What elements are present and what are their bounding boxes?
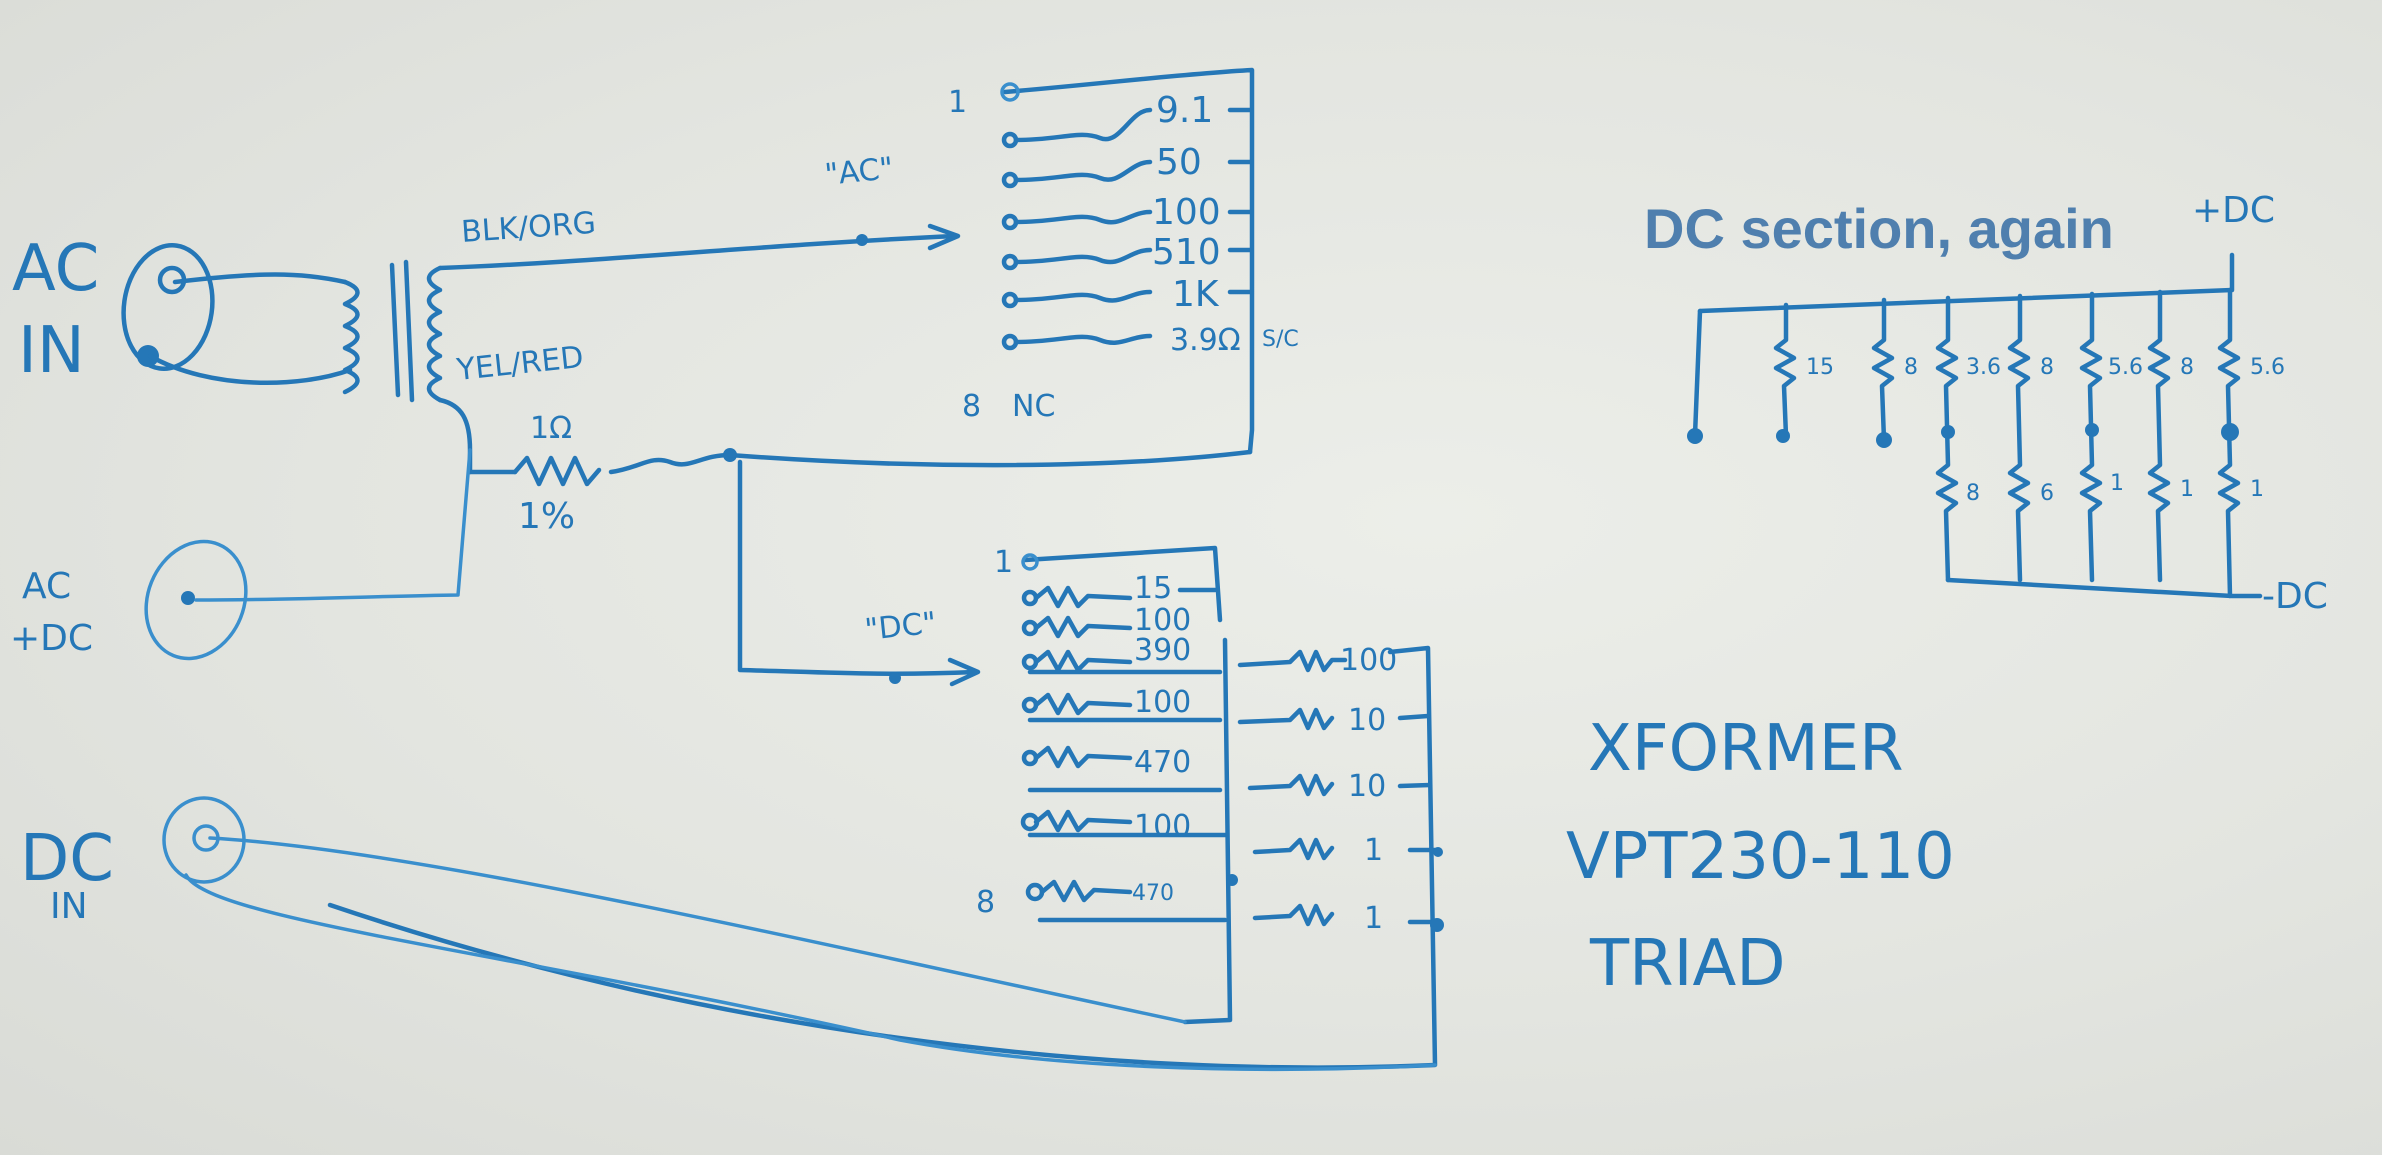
dc-left-res-7: 470 xyxy=(1132,881,1174,906)
dc-switch-label: "DC" xyxy=(863,606,938,648)
dc-top-res-7: 5.6 xyxy=(2250,355,2285,380)
dc-top-res-5: 5.6 xyxy=(2108,355,2143,380)
dc-switch-pos-8: 8 xyxy=(976,885,995,920)
resistor-value-label: 1Ω xyxy=(530,411,572,446)
dc-section-diagram xyxy=(1687,252,2263,599)
ac-in-jack xyxy=(121,243,215,371)
dc-top-res-6: 8 xyxy=(2180,355,2194,380)
ac-dc-jack xyxy=(144,539,248,661)
dc-switch-pos-1: 1 xyxy=(994,545,1013,580)
dc-bot-res-4: 1 xyxy=(2180,477,2194,502)
ac-short-note: S/C xyxy=(1262,327,1299,352)
dc-left-res-6: 100 xyxy=(1134,809,1191,844)
ac-switch-pos-8: 8 xyxy=(962,389,981,424)
dc-bot-res-3: 1 xyxy=(2110,471,2124,496)
dc-left-res-2: 100 xyxy=(1134,603,1191,638)
resistor-tolerance-label: 1% xyxy=(518,496,575,537)
dc-top-res-4: 8 xyxy=(2040,355,2054,380)
ac-switch-nc: NC xyxy=(1012,389,1055,424)
dc-left-res-3: 390 xyxy=(1134,633,1191,668)
ac-res-2: 50 xyxy=(1156,142,1202,183)
resistor-1ohm xyxy=(512,455,602,487)
ac-switch xyxy=(1000,67,1255,455)
xformer-note-3: TRIAD xyxy=(1589,927,1786,1001)
dc-left-res-5: 470 xyxy=(1134,745,1191,780)
minus-dc-label: -DC xyxy=(2262,576,2328,617)
wire-dc-in-bottom xyxy=(184,873,1437,1072)
xformer-note-1: XFORMER xyxy=(1588,712,1904,786)
dc-right-res-1: 100 xyxy=(1340,643,1397,678)
arrow-dc xyxy=(947,657,981,687)
ac-res-6: 3.9Ω xyxy=(1170,323,1241,358)
ac-switch-pos-1: 1 xyxy=(948,85,967,120)
ac-res-5: 1K xyxy=(1172,274,1220,315)
dc-right-res-3: 10 xyxy=(1348,769,1386,804)
ac-res-3: 100 xyxy=(1152,192,1221,233)
ac-res-1: 9.1 xyxy=(1156,90,1213,131)
ac-in-label-2: IN xyxy=(18,314,85,388)
ac-switch-label: "AC" xyxy=(823,151,895,193)
ac-res-4: 510 xyxy=(1152,232,1221,273)
dc-right-res-2: 10 xyxy=(1348,703,1386,738)
dc-bot-res-1: 8 xyxy=(1966,481,1980,506)
dc-top-res-1: 15 xyxy=(1806,355,1834,380)
dc-bot-res-5: 1 xyxy=(2250,477,2264,502)
wire-dc-in-top xyxy=(208,836,1187,1024)
dc-left-res-4: 100 xyxy=(1134,685,1191,720)
dc-bot-res-2: 6 xyxy=(2040,481,2054,506)
dc-top-res-2: 8 xyxy=(1904,355,1918,380)
secondary-wire-label: YEL/RED xyxy=(454,340,585,388)
plus-dc-label: +DC xyxy=(2192,190,2275,231)
transformer xyxy=(147,259,443,403)
dc-right-res-4: 1 xyxy=(1364,833,1383,868)
wire-to-ac-common xyxy=(727,449,1253,468)
wire-ac-dc-jack xyxy=(194,448,472,602)
dc-in-label-2: IN xyxy=(50,886,88,927)
dc-shunt-bank xyxy=(327,645,1444,1070)
arrow-ac xyxy=(927,223,961,251)
wire-to-dc-switch xyxy=(737,459,978,676)
ac-in-label-1: AC xyxy=(12,232,99,306)
dc-top-res-3: 3.6 xyxy=(1966,355,2001,380)
dc-in-label-1: DC xyxy=(20,822,114,896)
dc-right-res-5: 1 xyxy=(1364,901,1383,936)
ac-dc-label-2: +DC xyxy=(10,618,93,659)
wire-blk-org xyxy=(437,233,958,271)
ac-dc-label-1: AC xyxy=(22,566,71,607)
dc-switch xyxy=(1020,545,1238,1025)
dc-left-res-1: 15 xyxy=(1134,571,1172,606)
dc-section-title: DC section, again xyxy=(1644,197,2114,260)
xformer-note-2: VPT230-110 xyxy=(1566,820,1955,894)
primary-wire-label: BLK/ORG xyxy=(460,206,597,250)
